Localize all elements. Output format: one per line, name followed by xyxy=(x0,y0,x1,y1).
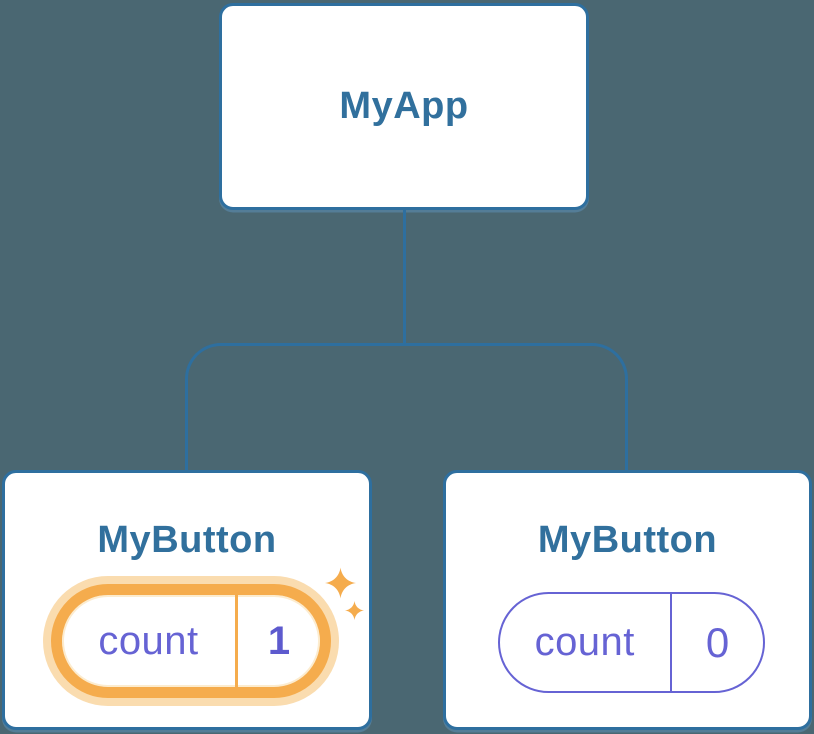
state-key-label: count xyxy=(98,618,199,663)
component-card-mybutton-1: MyButton count 1 xyxy=(2,470,372,730)
component-card-myapp: MyApp xyxy=(219,3,589,210)
connector-branch xyxy=(185,343,628,470)
sparkle-icon xyxy=(325,566,356,600)
state-pill-highlighted: count 1 xyxy=(51,584,331,698)
component-name-myapp: MyApp xyxy=(339,85,469,127)
state-key-label: count xyxy=(534,620,635,664)
state-value: 0 xyxy=(705,618,730,666)
component-name-mybutton-1: MyButton xyxy=(97,519,277,561)
component-card-mybutton-2: MyButton count 0 xyxy=(443,470,812,730)
pill-divider xyxy=(235,595,238,687)
state-pill: count 0 xyxy=(498,592,765,693)
sparkle-icon xyxy=(345,600,364,621)
component-name-mybutton-2: MyButton xyxy=(537,519,718,561)
pill-divider xyxy=(669,594,672,691)
state-value: 1 xyxy=(267,618,291,663)
connector-stem xyxy=(402,209,406,346)
